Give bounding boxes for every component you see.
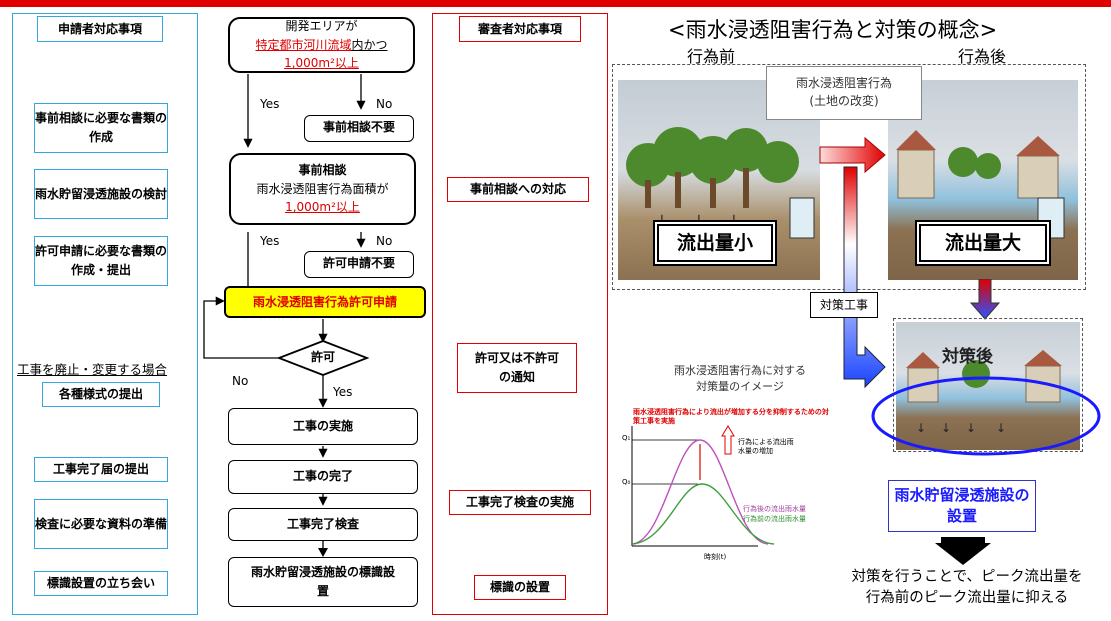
before-runoff-curve bbox=[631, 483, 775, 545]
graph-title-line2: 対策量のイメージ bbox=[696, 379, 784, 393]
yes-label-1: Yes bbox=[260, 97, 280, 111]
graph-increase-label: 行為による流出雨水量の増加 bbox=[738, 438, 794, 456]
after-measure-frame bbox=[893, 318, 1083, 452]
large-runoff-caption: 流出量大 bbox=[917, 222, 1049, 264]
svg-text:↓: ↓ bbox=[916, 421, 926, 435]
graph-xlabel: 時刻(t) bbox=[704, 553, 727, 561]
applicant-item-completion-notice: 工事完了届の提出 bbox=[34, 457, 168, 482]
applicant-item-consult-docs: 事前相談に必要な書類の作成 bbox=[34, 103, 168, 153]
graph-q0-label: Q₀ bbox=[622, 478, 631, 486]
summary-line2: 行為前のピーク流出量に抑える bbox=[865, 590, 1069, 607]
start-line2-tail: 内かつ bbox=[351, 37, 388, 52]
no-label-2: No bbox=[376, 234, 393, 248]
applicant-column bbox=[12, 13, 198, 615]
callout-line2: (土地の改変) bbox=[809, 94, 879, 108]
consult-line2: 雨水浸透阻害行為面積が bbox=[256, 181, 389, 196]
graph-q1-label: Q₁ bbox=[622, 434, 631, 442]
graph-after-series-label: 行為後の流出雨水量 bbox=[743, 505, 806, 513]
applicant-item-facility-study: 雨水貯留浸透施設の検討 bbox=[34, 169, 168, 219]
step-inspection: 工事完了検査 bbox=[228, 508, 418, 541]
after-runoff-curve bbox=[631, 439, 769, 545]
reviewer-column bbox=[432, 13, 608, 615]
step-completion: 工事の完了 bbox=[228, 460, 418, 494]
svg-text:↓: ↓ bbox=[996, 421, 1006, 435]
countermeasure-work-label: 対策工事 bbox=[810, 292, 878, 318]
facility-highlight-ellipse bbox=[871, 376, 1101, 456]
applicant-item-permit-docs: 許可申請に必要な書類の作成・提出 bbox=[34, 236, 168, 286]
summary-line1: 対策を行うことで、ピーク流出量を bbox=[851, 569, 1083, 585]
svg-text:↓: ↓ bbox=[941, 421, 951, 435]
facility-install-box: 雨水貯留浸透施設の 設置 bbox=[888, 480, 1036, 532]
facility-line1: 雨水貯留浸透施設の bbox=[894, 486, 1030, 504]
reviewer-item-consult: 事前相談への対応 bbox=[447, 177, 589, 202]
start-condition-box: 開発エリアが 特定都市河川流域内かつ 1,000m²以上 bbox=[228, 17, 415, 73]
no-label-1: No bbox=[376, 97, 393, 111]
permit-decision-label: 許可 bbox=[310, 350, 335, 364]
graph-title-line1: 雨水浸透阻害行為に対する bbox=[674, 364, 806, 377]
callout-line1: 雨水浸透阻害行為 bbox=[795, 76, 892, 90]
runoff-graph-svg bbox=[631, 425, 775, 547]
facility-line2: 設置 bbox=[946, 507, 977, 525]
consult-box: 事前相談 雨水浸透阻害行為面積が 1,000m²以上 bbox=[229, 153, 416, 225]
svg-text:↓: ↓ bbox=[656, 213, 668, 229]
yes-label-2: Yes bbox=[260, 234, 280, 248]
down-arrow-after bbox=[970, 279, 1000, 320]
permit-decision-diamond bbox=[276, 340, 370, 376]
no-label-3: No bbox=[232, 374, 249, 388]
graph-title: 雨水浸透阻害行為に対する 対策量のイメージ bbox=[652, 363, 828, 395]
top-red-bar bbox=[0, 0, 1111, 7]
consult-title: 事前相談 bbox=[298, 163, 347, 178]
flow-arrow-last bbox=[318, 548, 328, 557]
svg-text:↓: ↓ bbox=[728, 213, 740, 229]
consult-line3: 1,000m²以上 bbox=[285, 200, 360, 215]
graph-red-note: 雨水浸透阻害行為により流出が増加する分を抑制するための対策工事を実施 bbox=[633, 408, 829, 426]
before-label: 行為前 bbox=[687, 47, 736, 66]
reviewer-header: 審査者対応事項 bbox=[459, 16, 581, 42]
summary-text: 対策を行うことで、ピーク流出量を 行為前のピーク流出量に抑える bbox=[825, 567, 1109, 609]
urban-illustration bbox=[896, 130, 1065, 239]
step-construction: 工事の実施 bbox=[228, 408, 418, 445]
applicant-item-inspection-prep: 検査に必要な資料の準備 bbox=[34, 499, 168, 549]
applicant-header: 申請者対応事項 bbox=[37, 16, 163, 42]
facility-down-arrow bbox=[935, 537, 991, 565]
after-measure-scene: ↓ ↓ ↓ ↓ bbox=[896, 322, 1080, 450]
no-permit-box: 許可申請不要 bbox=[304, 251, 414, 278]
yes-label-3: Yes bbox=[333, 385, 353, 399]
forest-illustration: ↓ ↓ ↓ bbox=[626, 127, 815, 239]
start-line2-red: 特定都市河川流域 bbox=[255, 37, 352, 52]
applicant-item-sign-attend: 標識設置の立ち会い bbox=[34, 571, 168, 596]
graph-before-series-label: 行為前の流出雨水量 bbox=[743, 515, 806, 523]
inhibition-callout: 雨水浸透阻害行為 (土地の改変) bbox=[766, 66, 922, 120]
start-line3: 1,000m²以上 bbox=[284, 56, 359, 71]
reviewer-item-notice: 許可又は不許可の通知 bbox=[457, 343, 577, 393]
no-consult-box: 事前相談不要 bbox=[304, 115, 414, 142]
step-sign-installation: 雨水貯留浸透施設の標識設置 bbox=[228, 557, 418, 607]
applicant-item-forms: 各種様式の提出 bbox=[42, 382, 160, 407]
after-label: 行為後 bbox=[958, 47, 1007, 66]
concept-title: <雨水浸透阻害行為と対策の概念> bbox=[668, 18, 998, 42]
reviewer-item-sign: 標識の設置 bbox=[474, 575, 566, 600]
start-line1: 開発エリアが bbox=[285, 19, 358, 34]
svg-text:↓: ↓ bbox=[966, 421, 976, 435]
after-measure-label: 対策後 bbox=[942, 347, 993, 367]
permit-application-box: 雨水浸透阻害行為許可申請 bbox=[224, 286, 426, 318]
svg-text:↓: ↓ bbox=[693, 213, 705, 229]
process-arrows bbox=[819, 136, 886, 389]
reviewer-item-inspection: 工事完了検査の実施 bbox=[449, 490, 591, 515]
runoff-graph: 雨水浸透阻害行為により流出が増加する分を抑制するための対策工事を実施 行為による… bbox=[618, 396, 854, 568]
small-runoff-caption: 流出量小 bbox=[655, 222, 775, 264]
change-note: 工事を廃止・変更する場合 bbox=[17, 362, 168, 377]
